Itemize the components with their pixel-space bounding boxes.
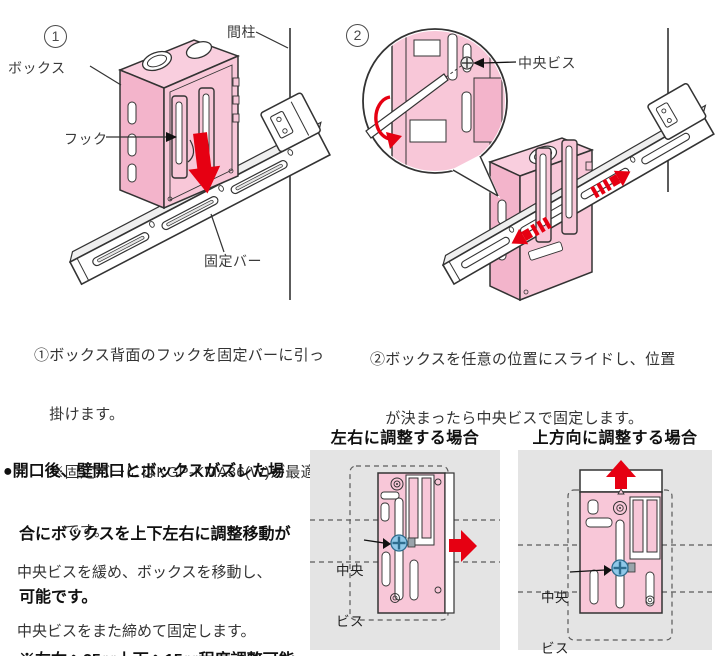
panel-lr-diagram — [310, 465, 500, 621]
text-line: ※固定バーにはKGP-KMA36(W)が最適 — [34, 464, 316, 481]
leader-lines — [89, 31, 289, 253]
slide-arrow-right-icon — [590, 170, 631, 199]
stud-clip — [647, 83, 707, 140]
step2-number: 2 — [353, 27, 362, 43]
step1-number: 1 — [51, 28, 60, 44]
text-line: ビス — [541, 641, 569, 656]
label-bar: 固定バー — [204, 253, 262, 269]
text-line: 中央ビスをまた締めて固定します。 — [17, 622, 256, 640]
step1-number-badge: 1 — [44, 25, 67, 48]
slide-arrow-left-icon — [511, 216, 552, 245]
rotation-arrow-icon — [374, 95, 402, 149]
label-center-screw: 中央ビス — [518, 55, 576, 71]
panel-up-diagram — [518, 460, 712, 641]
hook-rails — [535, 139, 578, 243]
label-leader-line — [482, 61, 517, 64]
text-line: ①ボックス背面のフックを固定バーに引っ — [34, 347, 325, 364]
electrical-box — [118, 39, 241, 210]
label-hook: フック — [64, 131, 108, 147]
adjust-note-body: 中央ビスを緩め、ボックスを移動し、 中央ビスをまた締めて固定します。 ※下方向に… — [17, 524, 272, 656]
text-line: ●開口後、壁開口とボックスがズレた場 — [3, 463, 285, 480]
panel-adjust-up: 中央 ビス — [518, 450, 712, 656]
text-line: 中央ビスを緩め、ボックスを移動し、 — [17, 564, 272, 581]
screw-label: 中央 ビス — [541, 555, 569, 656]
panel-lr-title: 左右に調整する場合 — [330, 430, 480, 447]
adjust-arrow-right-icon — [449, 530, 477, 562]
label-leader-line — [569, 569, 606, 573]
text-line: が決まったら中央ビスで固定します。 — [370, 409, 644, 427]
screw-arrowhead — [473, 58, 484, 68]
center-screw-icon — [390, 534, 416, 552]
text-line: ②ボックスを任意の位置にスライドし、位置 — [370, 351, 676, 368]
box-back-plate — [579, 469, 663, 614]
text-line: 掛けます。 — [34, 405, 125, 423]
magnifier-callout — [362, 28, 508, 199]
panel-up-title: 上方向に調整する場合 — [532, 430, 698, 447]
down-arrow-icon — [188, 132, 221, 194]
stud-clip — [260, 92, 321, 153]
screw-label: 中央 ビス — [336, 528, 364, 656]
text-line: ※左右へ25㎜上下へ15㎜程度調整可能 — [3, 650, 295, 656]
label-stud: 間柱 — [227, 24, 256, 40]
adjust-arrow-up-icon — [606, 460, 636, 489]
text-line: 中央 — [541, 590, 569, 605]
illustration-step1 — [68, 28, 331, 300]
text-line: 合にボックスを上下左右に調整移動が — [3, 526, 291, 543]
screwdriver — [365, 65, 462, 139]
label-box: ボックス — [8, 60, 66, 76]
knockout-holes — [141, 41, 213, 72]
text-line: です。 — [34, 522, 110, 540]
center-screw-icon — [611, 559, 636, 577]
step2-number-badge: 2 — [346, 24, 369, 47]
text-line: 中央 — [336, 563, 364, 578]
step1-caption: ①ボックス背面のフックを固定バーに引っ 掛けます。 ※固定バーにはKGP-KMA… — [34, 307, 324, 580]
text-line: 可能です。 — [3, 589, 98, 606]
text-line: ビス — [336, 614, 364, 629]
illustration-step2 — [362, 28, 715, 302]
screw-arrowhead — [604, 565, 612, 576]
screw-arrowhead — [383, 538, 391, 549]
adjust-note-bold: ●開口後、壁開口とボックスがズレた場 合にボックスを上下左右に調整移動が 可能で… — [3, 419, 295, 656]
hook-arrowhead — [166, 132, 177, 142]
label-leader-line — [363, 539, 385, 544]
panel-adjust-lr: 中央 ビス — [310, 450, 500, 650]
step2-caption: ②ボックスを任意の位置にスライドし、位置 が決まったら中央ビスで固定します。 — [370, 311, 676, 467]
center-screw — [460, 43, 474, 73]
